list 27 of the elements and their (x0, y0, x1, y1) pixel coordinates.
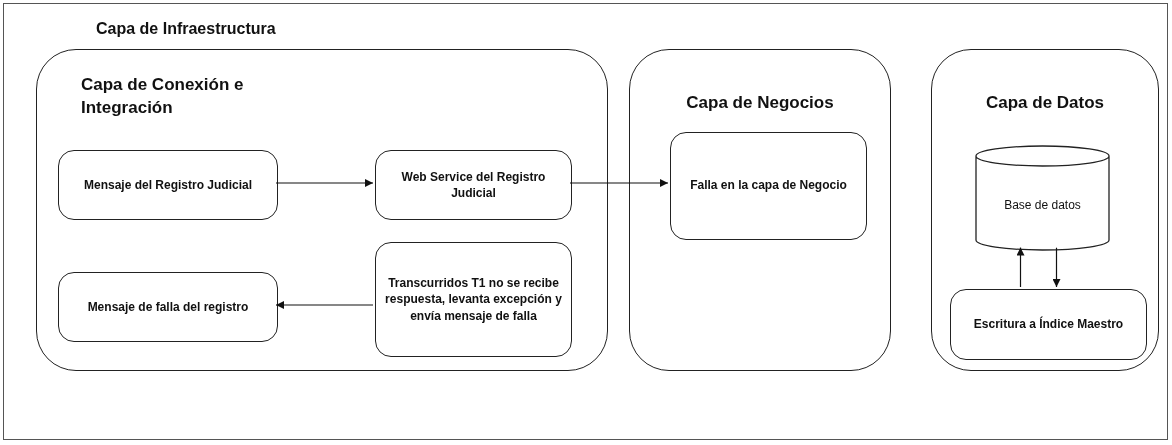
layer-title: Capa de Datos (984, 92, 1106, 114)
process-label: Escritura a Índice Maestro (973, 316, 1124, 333)
layer-container (931, 49, 1159, 371)
process-label: Transcurridos T1 no se recibe respuesta, levanta excepción y envía mensaje de falla (384, 275, 563, 324)
frame-title: Capa de Infraestructura (96, 20, 276, 38)
database-cylinder (975, 145, 1110, 251)
process-label: Mensaje de falla del registro (87, 298, 249, 316)
outer-frame (3, 3, 1168, 440)
process-box (375, 150, 572, 220)
process-box (950, 289, 1147, 360)
process-box (58, 272, 278, 342)
process-box (58, 150, 278, 220)
layer-container (629, 49, 891, 371)
process-box (375, 242, 572, 357)
database-label: Base de datos (1004, 198, 1081, 212)
layer-title: Capa de Negocios (685, 92, 835, 114)
layer-container (36, 49, 608, 371)
arrow (275, 179, 374, 187)
process-label: Mensaje del Registro Judicial (83, 176, 253, 194)
arrow (569, 179, 669, 187)
layer-title: Capa de Conexión e Integración (81, 74, 245, 119)
arrow (275, 301, 374, 309)
process-box (670, 132, 867, 240)
arrow (1052, 247, 1061, 288)
process-label: Web Service del Registro Judicial (400, 168, 547, 202)
arrow (1016, 246, 1025, 288)
process-label: Falla en la capa de Negocio (690, 177, 847, 194)
